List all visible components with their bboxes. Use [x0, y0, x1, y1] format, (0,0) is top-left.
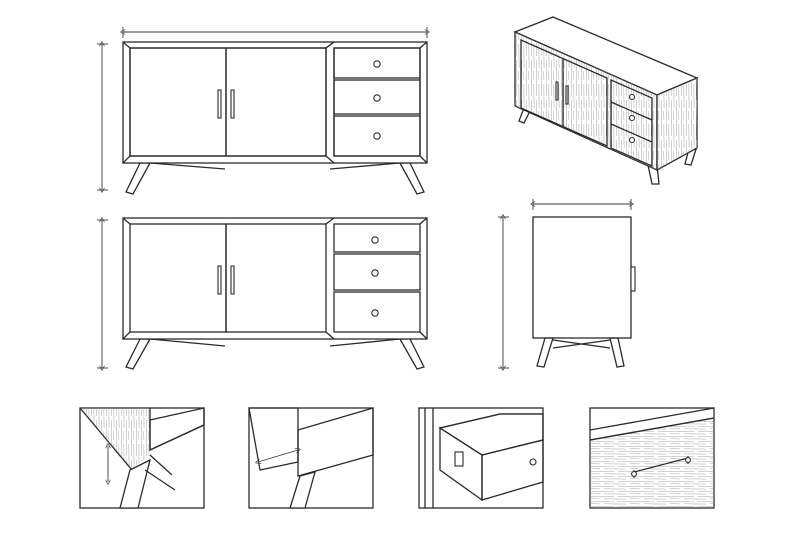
side-leg-right [609, 337, 625, 368]
drawer-3-2 [333, 291, 421, 333]
drawer-3 [333, 115, 421, 157]
drawer-knob-1 [373, 60, 381, 68]
drawer-1 [333, 47, 421, 79]
side-handle [630, 266, 636, 292]
drawer-knob-3 [373, 132, 381, 140]
side-panel [532, 216, 632, 339]
iso-knob-2 [628, 114, 636, 122]
handle-post-right [685, 457, 691, 463]
cabinet-body [122, 41, 428, 164]
iso-knob-3 [628, 136, 636, 144]
leg-right-2 [398, 338, 425, 370]
front-view-top [97, 27, 428, 195]
drawer-knob-2 [373, 94, 381, 102]
drawer-slide [454, 451, 464, 467]
handle-post-left [631, 471, 637, 477]
detail-leg-joint-right [248, 407, 374, 509]
detail-leg-joint-left [79, 407, 205, 509]
door-handle-left [217, 89, 222, 119]
cabinet-body-2 [122, 217, 428, 340]
door-right [225, 47, 327, 157]
iso-handle-right [565, 85, 569, 105]
iso-handle-left [555, 81, 559, 101]
leg-front-left [125, 162, 152, 195]
detail-drawer-handle [589, 407, 715, 509]
drawer-1-2 [333, 223, 421, 253]
drawer-2-2 [333, 253, 421, 291]
detail-drawer-open [418, 407, 544, 509]
drawer-knob-detail [529, 458, 537, 466]
drawer-2 [333, 79, 421, 115]
side-leg-left [536, 337, 554, 368]
side-view [498, 199, 636, 368]
leg-front-right [398, 162, 425, 195]
door-handle-right [230, 89, 235, 119]
isometric-view [513, 16, 699, 185]
iso-knob-1 [628, 93, 636, 101]
door-right-2 [225, 223, 327, 333]
leg-left-2 [125, 338, 152, 370]
front-view-bottom [97, 217, 428, 370]
